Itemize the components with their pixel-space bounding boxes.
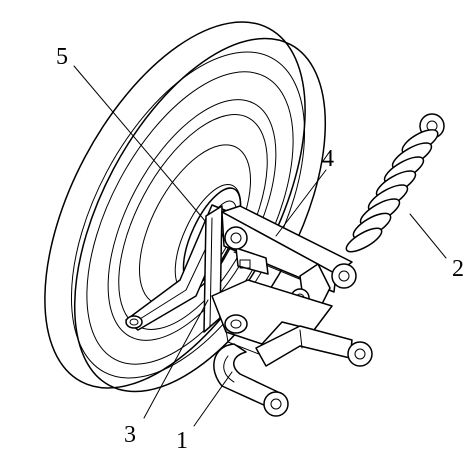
link-tab-slot bbox=[239, 259, 251, 269]
label-2: 2 bbox=[452, 256, 464, 282]
shock-absorber bbox=[290, 113, 445, 313]
plate-bushing-left bbox=[224, 314, 248, 334]
arm-end-bushing bbox=[125, 315, 143, 329]
label-5: 5 bbox=[56, 44, 68, 70]
spring-coil-8 bbox=[345, 227, 383, 253]
link-pivot-rear-hole bbox=[338, 270, 350, 282]
leader-1 bbox=[193, 371, 233, 427]
cross-member-edge bbox=[299, 329, 303, 349]
u-tube-highlight bbox=[223, 355, 235, 383]
leader-4 bbox=[275, 169, 327, 237]
bracket-plate-edge bbox=[209, 217, 213, 327]
leader-3 bbox=[143, 299, 209, 419]
tire-outer-edge bbox=[44, 21, 306, 389]
part-labels: 5 4 2 3 1 bbox=[56, 44, 464, 454]
label-1: 1 bbox=[176, 428, 188, 454]
label-3: 3 bbox=[124, 422, 136, 448]
frame-bushing-bottom bbox=[263, 391, 289, 417]
frame-bushing-right-hole bbox=[354, 348, 366, 360]
tire-sidewall-1 bbox=[70, 51, 306, 379]
arm-end-bushing-hole bbox=[129, 318, 139, 326]
leader-5 bbox=[73, 65, 207, 223]
frame-cradle bbox=[211, 279, 373, 417]
frame-bushing-bottom-hole bbox=[270, 398, 282, 410]
link-pivot-front-hole bbox=[230, 232, 242, 244]
leader-2 bbox=[409, 213, 447, 259]
link-pivot-rear bbox=[331, 263, 357, 289]
plate-bushing-left-hole bbox=[230, 319, 242, 329]
leader-lines bbox=[73, 65, 447, 427]
link-pivot-front bbox=[224, 226, 248, 250]
label-4: 4 bbox=[322, 146, 334, 172]
frame-bushing-right bbox=[347, 341, 373, 367]
